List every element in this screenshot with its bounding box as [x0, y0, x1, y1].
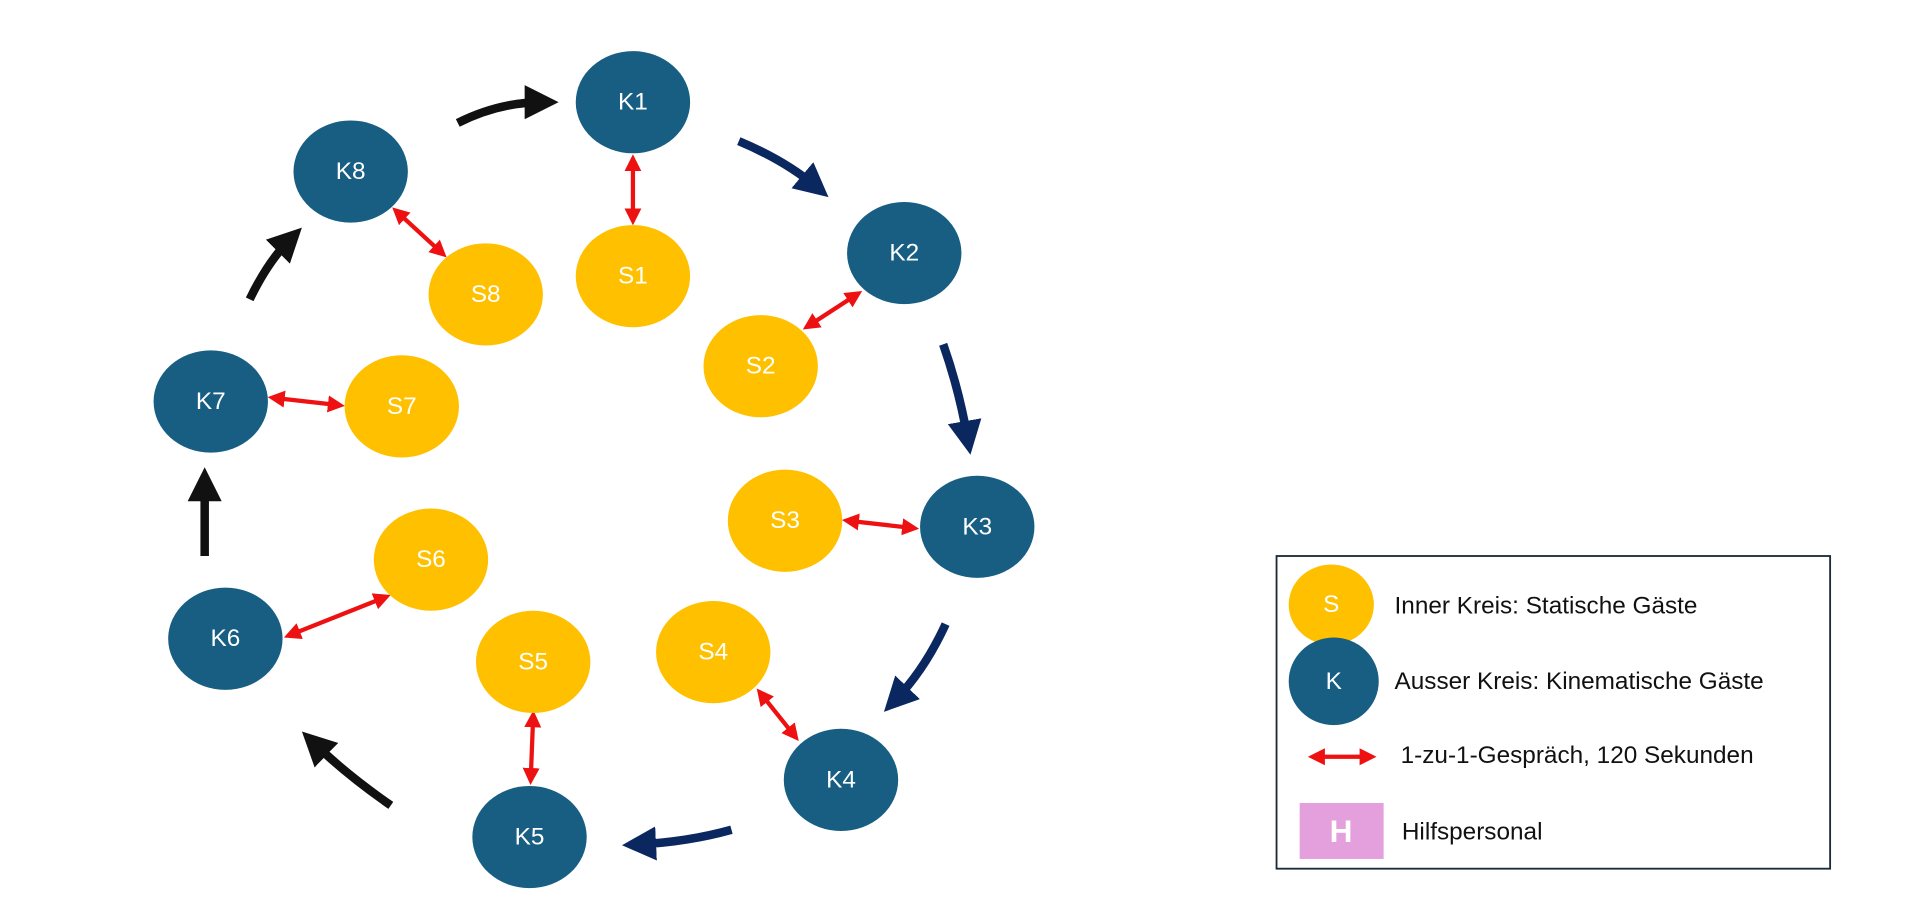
node-s5: S5 — [475, 610, 591, 713]
label-text: K3 — [962, 513, 992, 540]
node-k6: K6 — [168, 587, 283, 690]
label-text: 1-zu-1-Gespräch, 120 Sekunden — [1401, 742, 1754, 769]
node-s4: S4 — [656, 601, 771, 704]
rotation-arrow-k7-k8 — [245, 227, 302, 302]
node-k3: K3 — [920, 475, 1035, 578]
label-text: S7 — [387, 393, 417, 420]
legend-static-item: S Inner Kreis: Statische Gäste — [1288, 564, 1698, 645]
conversation-arrow-6 — [283, 593, 391, 640]
label-text: H — [1330, 813, 1353, 849]
legend-helper-swatch — [1299, 802, 1384, 859]
node-k8: K8 — [293, 120, 408, 223]
label-text: S — [1323, 591, 1339, 618]
node-s7: S7 — [344, 355, 459, 458]
label-text: Inner Kreis: Statische Gäste — [1395, 592, 1698, 619]
conversation-arrow-5 — [522, 710, 542, 786]
rotation-arrow-k4-k5 — [622, 825, 733, 861]
rotation-arrow-k1-k2 — [737, 137, 829, 198]
conversation-arrows — [267, 154, 920, 786]
label-text: S6 — [416, 546, 446, 573]
rotation-arrows — [187, 85, 982, 861]
conversation-arrow-4 — [756, 688, 799, 742]
node-s6: S6 — [373, 508, 489, 611]
node-k1: K1 — [575, 51, 691, 154]
rotation-arrow-k5-k6 — [301, 731, 394, 809]
node-s1: S1 — [575, 225, 691, 328]
node-k2: K2 — [847, 201, 962, 305]
label-text: K4 — [826, 766, 856, 793]
legend-kinematic-item: K Ausser Kreis: Kinematische Gäste — [1288, 637, 1764, 726]
conversation-arrow-3 — [841, 513, 920, 536]
label-text: Ausser Kreis: Kinematische Gäste — [1395, 668, 1764, 695]
conversation-arrow-2 — [802, 290, 863, 330]
node-s3: S3 — [727, 469, 843, 572]
label-text: K2 — [889, 240, 919, 267]
legend-kinematic-swatch — [1288, 637, 1379, 726]
label-text: S4 — [698, 639, 728, 666]
label-text: S2 — [746, 353, 776, 380]
label-text: K5 — [515, 824, 545, 851]
label-text: K1 — [618, 89, 648, 116]
label-text: S1 — [618, 263, 648, 290]
legend-helper-item: H Hilfspersonal — [1299, 802, 1543, 859]
label-text: Hilfspersonal — [1402, 819, 1543, 846]
label-text: S5 — [518, 648, 548, 675]
rotation-arrow-k3-k4 — [883, 622, 950, 712]
node-k7: K7 — [153, 350, 268, 453]
kinematic-nodes: K1 K2 K3 K4 K5 K6 K7 K8 — [153, 51, 1035, 889]
node-k5: K5 — [472, 785, 587, 889]
label-text: K6 — [210, 625, 240, 652]
label-text: K8 — [336, 158, 366, 185]
legend-conversation-item: 1-zu-1-Gespräch, 120 Sekunden — [1307, 742, 1754, 769]
static-nodes: S1 S2 S3 S4 S5 S6 S7 S8 — [344, 225, 843, 713]
legend: S Inner Kreis: Statische Gäste K Ausser … — [1275, 555, 1832, 870]
conversation-arrow-7 — [267, 390, 345, 413]
label-text: K — [1326, 668, 1342, 695]
rotation-arrow-k8-k1 — [455, 85, 559, 127]
label-text: S3 — [770, 507, 800, 534]
node-s8: S8 — [428, 243, 543, 346]
node-k4: K4 — [783, 728, 899, 831]
rotation-arrow-k2-k3 — [939, 342, 982, 455]
node-s2: S2 — [703, 315, 818, 418]
conversation-arrow-8 — [392, 207, 447, 258]
legend-static-swatch — [1288, 564, 1374, 645]
label-text: K7 — [196, 388, 226, 415]
label-text: S8 — [471, 281, 501, 308]
